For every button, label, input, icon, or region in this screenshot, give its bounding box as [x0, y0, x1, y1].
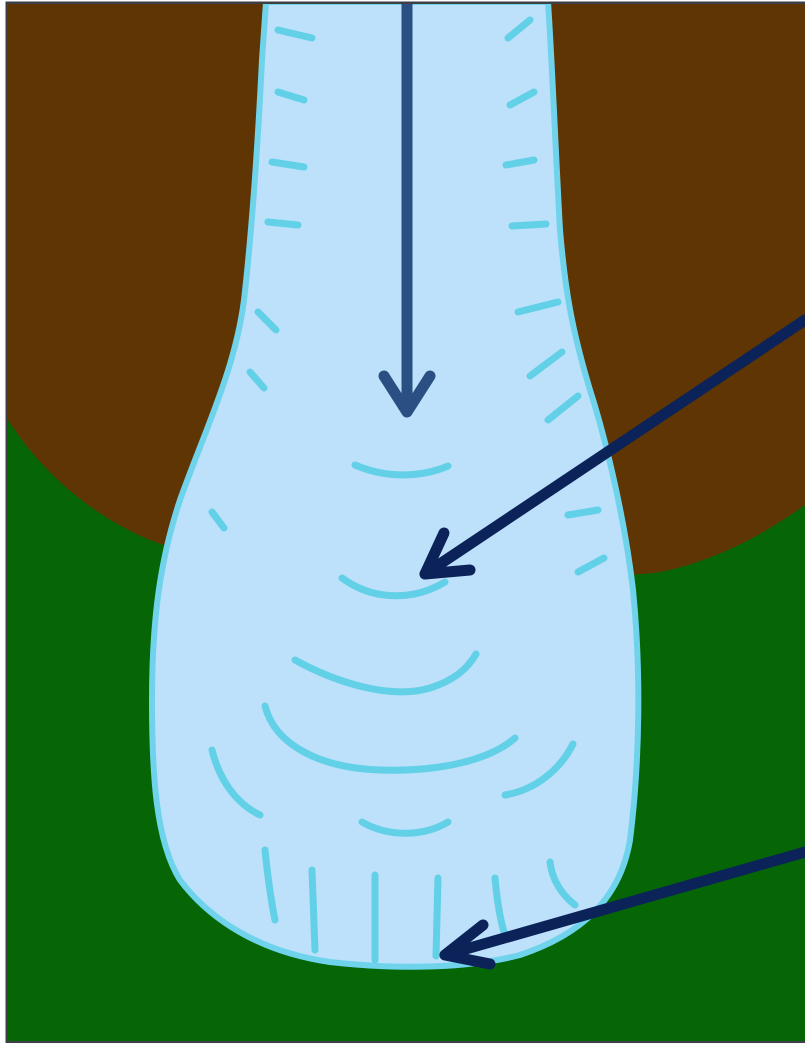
- diagram-canvas: [0, 0, 805, 1043]
- diagram-svg: [0, 0, 805, 1043]
